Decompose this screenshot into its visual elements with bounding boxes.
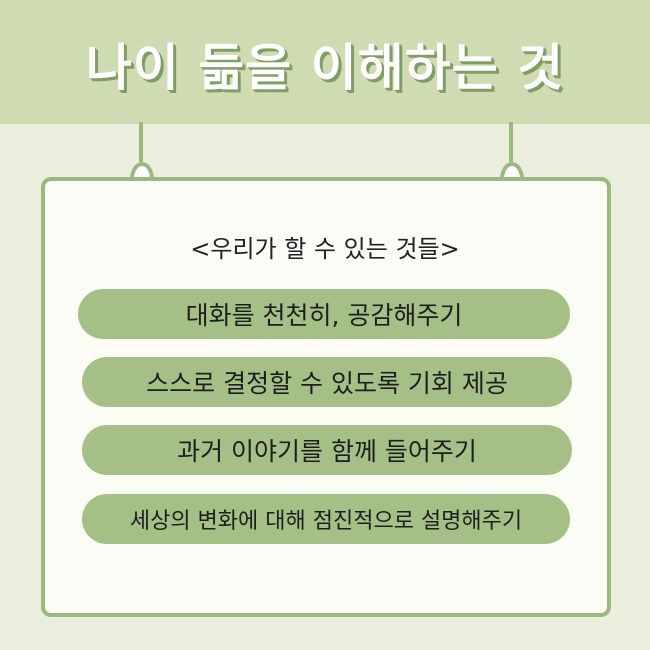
- list-item: 스스로 결정할 수 있도록 기회 제공: [82, 357, 572, 407]
- list-item: 세상의 변화에 대해 점진적으로 설명해주기: [82, 494, 570, 544]
- list-item-label: 세상의 변화에 대해 점진적으로 설명해주기: [129, 509, 523, 534]
- list-item-label: 스스로 결정할 수 있도록 기회 제공: [146, 369, 508, 398]
- list-item-label: 과거 이야기를 함께 들어주기: [177, 437, 477, 466]
- list-item: 과거 이야기를 함께 들어주기: [82, 425, 572, 475]
- list-item-label: 대화를 천천히, 공감해주기: [185, 301, 463, 330]
- header-banner: [0, 0, 650, 124]
- list-item: 대화를 천천히, 공감해주기: [78, 289, 570, 339]
- page-title: 나이 듦을 이해하는 것: [85, 39, 565, 97]
- board-subtitle: <우리가 할 수 있는 것들>: [190, 235, 460, 263]
